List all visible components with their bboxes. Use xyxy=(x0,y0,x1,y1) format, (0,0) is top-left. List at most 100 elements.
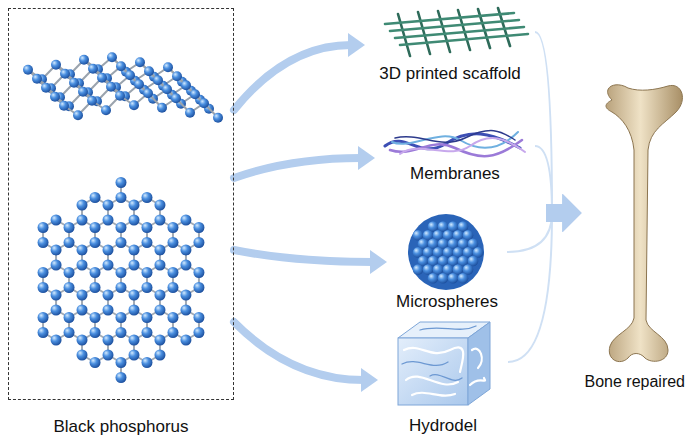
atom xyxy=(77,305,88,316)
item-label: Membranes xyxy=(410,164,500,184)
atom xyxy=(51,335,62,346)
fiber xyxy=(400,138,525,154)
atom xyxy=(97,73,107,83)
atom xyxy=(90,282,101,293)
sphere-bead xyxy=(428,273,439,284)
atom xyxy=(51,260,62,271)
scaffold-strand xyxy=(385,13,528,45)
atom xyxy=(107,52,117,62)
atom xyxy=(116,267,127,278)
atom xyxy=(180,290,191,301)
atom xyxy=(64,312,75,323)
atom xyxy=(64,282,75,293)
atom xyxy=(50,92,60,102)
atom xyxy=(193,267,204,278)
atom xyxy=(103,350,114,361)
item-label: Bone repaired xyxy=(584,372,685,392)
atom xyxy=(193,222,204,233)
arrow-shaft xyxy=(234,250,373,262)
atom xyxy=(106,82,116,92)
atom xyxy=(172,71,182,81)
item-label: Microspheres xyxy=(396,292,498,312)
arrow-head xyxy=(562,194,581,232)
atom xyxy=(128,260,139,271)
atom xyxy=(77,260,88,271)
arrow-head xyxy=(370,250,387,274)
atom xyxy=(128,290,139,301)
atom xyxy=(64,327,75,338)
atom xyxy=(90,192,101,203)
arrow-shaft xyxy=(546,204,564,222)
arrow-shaft xyxy=(234,158,361,178)
atom xyxy=(141,267,152,278)
atom xyxy=(171,93,181,103)
sphere-bead xyxy=(448,273,459,284)
atom xyxy=(213,113,223,123)
atom xyxy=(116,372,127,383)
arrow-shaft xyxy=(546,204,564,222)
atom xyxy=(90,357,101,368)
atom xyxy=(180,245,191,256)
atom xyxy=(190,89,200,99)
atom xyxy=(141,327,152,338)
atom xyxy=(77,215,88,226)
product-item: 3D printed scaffold xyxy=(365,6,535,84)
atom xyxy=(128,245,139,256)
atom xyxy=(90,312,101,323)
flow-arrow xyxy=(234,33,365,110)
atom xyxy=(154,305,165,316)
atom xyxy=(167,327,178,338)
atom xyxy=(38,237,49,248)
atom xyxy=(38,282,49,293)
arrow-head xyxy=(562,194,581,232)
atom xyxy=(167,237,178,248)
gel-swirl xyxy=(404,347,485,395)
fiber xyxy=(395,131,515,143)
flow-arrow xyxy=(234,322,378,392)
atom xyxy=(77,200,88,211)
atom xyxy=(128,350,139,361)
merge-line xyxy=(508,213,552,362)
arrow-head xyxy=(562,194,581,232)
atom xyxy=(116,357,127,368)
arrow-head xyxy=(358,146,375,170)
atom xyxy=(129,100,139,110)
sphere-bead xyxy=(438,273,449,284)
arrow-head xyxy=(348,33,365,57)
flow-arrow xyxy=(535,146,581,232)
atom xyxy=(23,65,33,75)
atom xyxy=(32,74,42,84)
arrow-head xyxy=(562,194,581,232)
atom xyxy=(154,290,165,301)
merge-line xyxy=(535,32,552,213)
black-phosphorus-lattice xyxy=(38,177,205,383)
atom xyxy=(193,237,204,248)
atom xyxy=(51,245,62,256)
atom xyxy=(167,282,178,293)
material-panel: Black phosphorus xyxy=(8,8,234,437)
atom xyxy=(181,80,191,90)
arrow-head xyxy=(361,368,378,392)
atom xyxy=(51,215,62,226)
product-item: Hydrodel xyxy=(378,316,508,436)
atom xyxy=(154,245,165,256)
hydrogel-cube xyxy=(398,322,490,405)
atom xyxy=(141,237,152,248)
atom xyxy=(103,245,114,256)
outcome-item: Bone repaired xyxy=(581,80,688,392)
merge-line xyxy=(507,213,552,252)
atom xyxy=(77,290,88,301)
atom xyxy=(77,335,88,346)
atom xyxy=(77,350,88,361)
atom xyxy=(64,222,75,233)
atom xyxy=(141,222,152,233)
scaffold-grid xyxy=(385,8,528,56)
atom xyxy=(101,105,111,115)
atom xyxy=(51,60,61,70)
atom xyxy=(193,282,204,293)
atom xyxy=(90,222,101,233)
atom xyxy=(41,83,51,93)
atom xyxy=(193,312,204,323)
arrow-shaft xyxy=(234,45,351,110)
atom xyxy=(103,200,114,211)
